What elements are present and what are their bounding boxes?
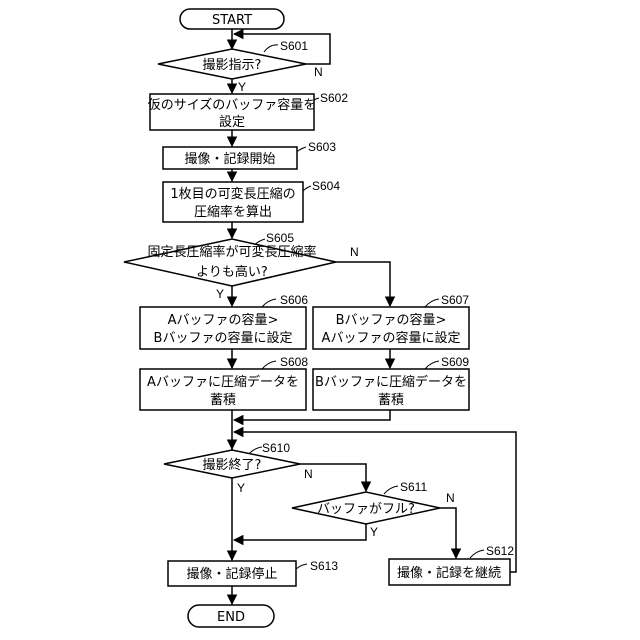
node-s608: Aバッファに圧縮データを 蓄積 S608 [140,355,308,410]
node-s607: Bバッファの容量> Aバッファの容量に設定 S607 [313,293,469,349]
callout-s606 [262,299,276,307]
s612-text: 撮像・記録を継続 [397,565,501,581]
s601-step: S601 [280,39,308,53]
s609-line1: Bバッファに圧縮データを [315,374,467,390]
s606-step: S606 [280,293,308,307]
callout-s607 [425,299,439,307]
s602-step: S602 [320,91,348,105]
s609-step: S609 [441,355,469,369]
s604-line1: 1枚目の可変長圧縮の [170,186,295,202]
arrow-s605-no [336,262,390,306]
s611-yes-label: Y [370,525,378,539]
s603-text: 撮像・記録開始 [184,151,275,167]
s601-no-label: N [314,65,323,79]
node-start: START [180,9,284,29]
s611-no-label: N [446,491,455,505]
start-label: START [212,13,252,28]
arrow-s611-yes [234,524,366,540]
s605-line2: よりも高い? [196,264,268,280]
s610-step: S610 [262,441,290,455]
s608-line2: 蓄積 [210,393,236,408]
node-s601: 撮影指示? S601 Y N [158,39,323,94]
s605-step: S605 [266,231,294,245]
s610-yes-label: Y [237,481,245,495]
s604-step: S604 [312,179,340,193]
end-label: END [217,610,245,625]
s611-step: S611 [400,480,427,494]
node-s610: 撮影終了? S610 Y N [164,441,313,495]
callout-s612 [470,550,484,558]
s613-step: S613 [310,559,338,573]
s607-line1: Bバッファの容量> [336,312,447,328]
s612-step: S612 [486,544,514,558]
s608-step: S608 [280,355,308,369]
s605-no-label: N [350,245,359,259]
s604-line2: 圧縮率を算出 [194,204,272,220]
s610-no-label: N [304,467,313,481]
node-s611: バッファがフル? S611 Y N [292,480,455,539]
callout-s608 [262,361,276,369]
callout-s601 [264,45,278,52]
s606-line1: Aバッファの容量> [168,312,279,328]
s605-line1: 固定長圧縮率が可変長圧縮率 [147,244,316,260]
node-s612: 撮像・記録を継続 S612 [389,544,514,585]
callout-s611 [384,486,398,494]
node-s606: Aバッファの容量> Bバッファの容量に設定 S606 [140,293,308,349]
node-s602: 仮のサイズのバッファ容量を 設定 S602 [148,91,349,130]
node-s604: 1枚目の可変長圧縮の 圧縮率を算出 S604 [163,179,340,222]
s610-text: 撮影終了? [203,457,262,473]
s606-line2: Bバッファの容量に設定 [154,330,293,346]
s608-line1: Aバッファに圧縮データを [147,374,299,390]
node-end: END [188,605,274,627]
node-s605: 固定長圧縮率が可変長圧縮率 よりも高い? S605 Y N [124,231,359,301]
s607-line2: Aバッファの容量に設定 [322,330,461,346]
s602-line2: 設定 [219,114,245,130]
arrow-s609-merge [234,410,390,420]
callout-s609 [425,361,439,369]
s601-yes-label: Y [238,80,246,94]
s601-text: 撮影指示? [203,57,262,73]
node-s603: 撮像・記録開始 S603 [163,140,336,169]
s602-line1: 仮のサイズのバッファ容量を [148,97,317,113]
arrow-s611-no [440,508,456,558]
s603-step: S603 [308,140,336,154]
s613-text: 撮像・記録停止 [186,566,277,582]
node-s609: Bバッファに圧縮データを 蓄積 S609 [313,355,469,410]
node-s613: 撮像・記録停止 S613 [168,559,338,586]
s609-line2: 蓄積 [378,393,404,408]
s611-text: バッファがフル? [317,502,415,517]
s605-yes-label: Y [216,287,224,301]
s607-step: S607 [441,293,469,307]
